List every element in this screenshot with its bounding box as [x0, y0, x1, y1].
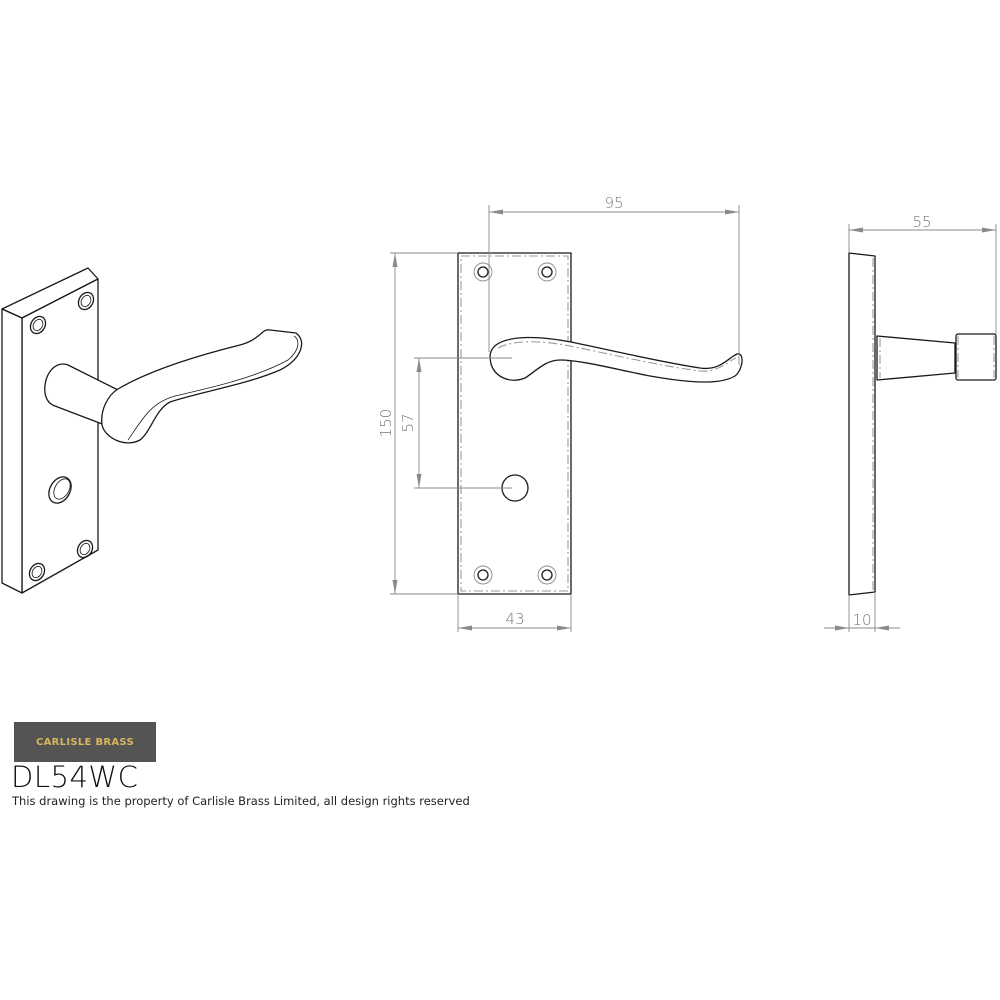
dimension-lever-projection: 95	[488, 194, 740, 365]
front-screw-holes	[473, 262, 557, 585]
dim-text-10: 10	[852, 611, 871, 629]
iso-lever-handle	[101, 329, 303, 444]
dim-text-43: 43	[505, 610, 524, 628]
dim-text-57: 57	[399, 413, 417, 432]
brand-logo: CARLISLE BRASS	[14, 722, 156, 762]
copyright-notice: This drawing is the property of Carlisle…	[12, 794, 470, 808]
dimension-centres: 57	[399, 357, 512, 489]
dimension-backplate-height: 150	[377, 252, 458, 595]
side-backplate	[848, 252, 876, 596]
brand-logo-text: CARLISLE BRASS	[36, 736, 134, 748]
front-lever-handle	[489, 336, 743, 383]
iso-backplate-side-face	[1, 308, 23, 594]
side-lever-end	[955, 333, 997, 381]
dim-text-95: 95	[604, 194, 623, 212]
side-lever-neck	[876, 335, 956, 381]
front-backplate	[457, 252, 572, 595]
side-elevation	[848, 252, 997, 596]
dim-text-150: 150	[377, 409, 395, 438]
front-lever-chamfer-line	[497, 341, 737, 372]
dimension-backplate-width: 43	[457, 594, 572, 632]
isometric-view	[1, 267, 303, 594]
dimension-backplate-thickness: 10	[824, 592, 900, 632]
iso-screw-holes	[28, 291, 95, 582]
front-elevation	[457, 252, 743, 595]
iso-thumbturn-hole	[48, 476, 72, 504]
iso-lever-edge-line	[127, 335, 299, 441]
dim-text-55: 55	[912, 213, 931, 231]
front-backplate-chamfer-line	[460, 255, 569, 592]
dimension-overall-projection: 55	[848, 213, 997, 334]
product-code: DL54WC	[11, 760, 139, 794]
